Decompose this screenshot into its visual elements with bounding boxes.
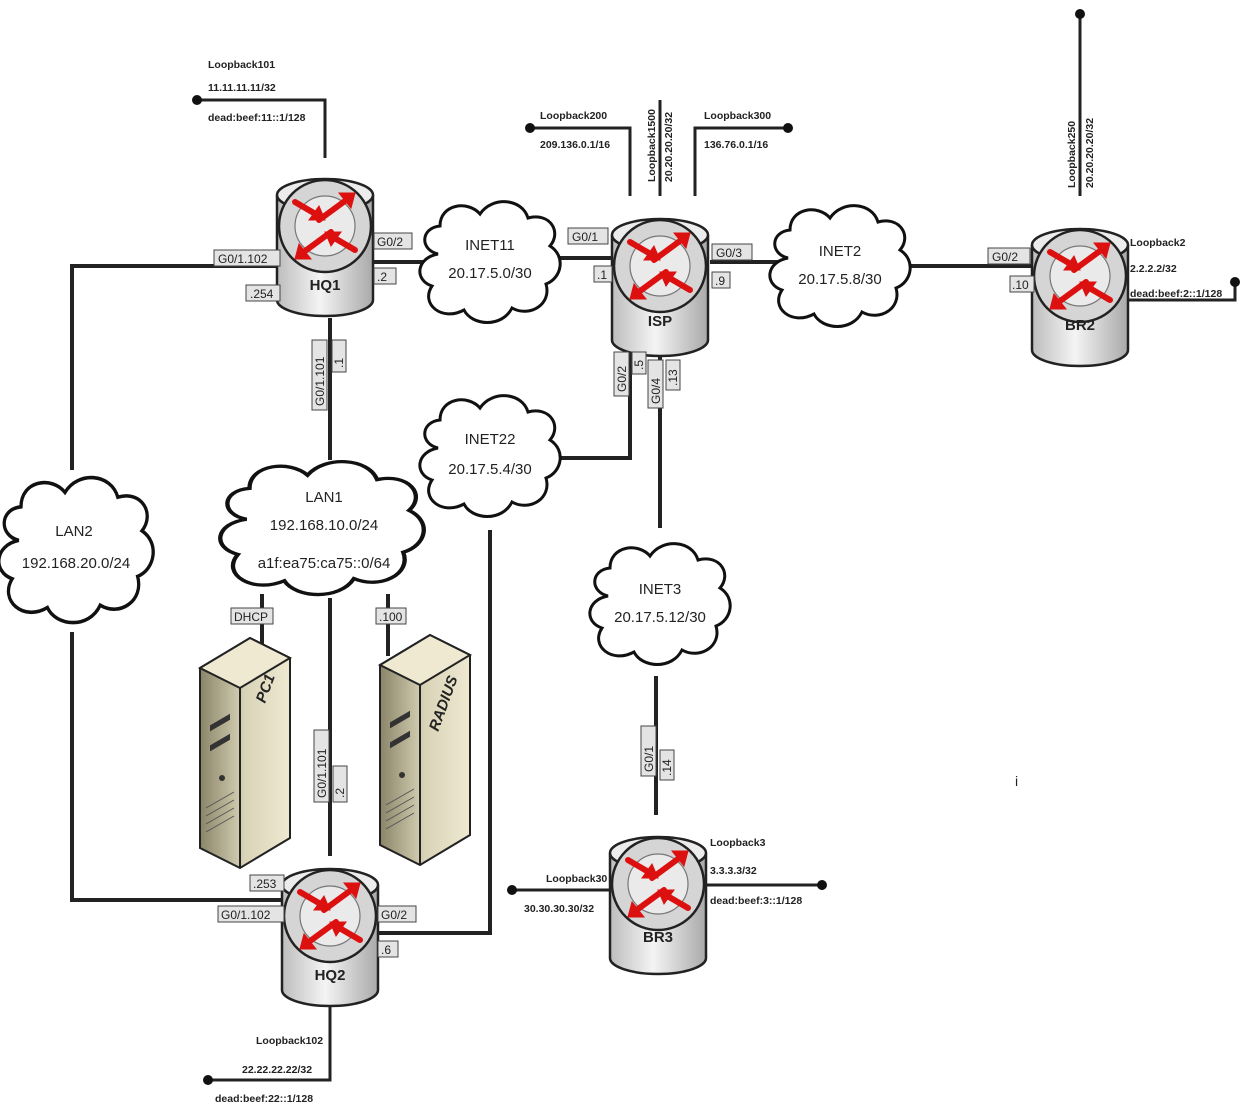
router-hq2-name: HQ2 [315,967,346,984]
hq2-port-dot2: .2 [333,788,347,798]
hq1-loopback101-name: Loopback101 [208,59,275,71]
isp-port-g0-2: G0/2 [615,366,629,392]
hq2-port-g0-1-101: G0/1.101 [315,748,329,798]
hq1-port-g0-1-101: G0/1.101 [313,356,327,406]
br2-port-g0-2: G0/2 [992,250,1018,264]
link-inet22-hq2 [376,530,492,935]
cloud-inet3-subnet: 20.17.5.12/30 [614,609,706,626]
hq2-port-253: .253 [253,877,277,891]
hq1-port-g0-2: G0/2 [377,235,403,249]
br3-port-dot14: .14 [660,759,674,776]
cloud-inet2: INET2 20.17.5.8/30 [768,204,912,328]
isp-loopback200-ipv4: 209.136.0.1/16 [540,139,610,151]
links [70,256,1035,935]
cloud-lan1-subnet: 192.168.10.0/24 [270,517,378,534]
cloud-lan1-name: LAN1 [305,489,343,506]
isp-port-g0-1: G0/1 [572,230,598,244]
br2-loopback-top-ipv4: 20.20.20.20/32 [1084,118,1096,188]
cloud-inet22-name: INET22 [465,431,516,448]
cloud-inet2-subnet: 20.17.5.8/30 [798,271,881,288]
router-br2[interactable]: BR2 [1032,229,1128,366]
cloud-lan2 [0,475,156,625]
cloud-lan2-subnet: 192.168.20.0/24 [22,555,130,572]
br3-loopback3-name: Loopback3 [710,837,766,849]
hq1-port-dot2: .2 [377,270,387,284]
router-br3[interactable]: BR3 [610,837,706,974]
cloud-lan1-ipv6: a1f:ea75:ca75::0/64 [258,555,391,572]
port-labels: G0/1.102 .254 G0/2 .2 G0/1.101 .1 G0/1 .… [213,227,1035,958]
router-isp-name: ISP [648,313,672,330]
loopback-labels: Loopback101 11.11.11.11/32 dead:beef:11:… [208,59,1222,1105]
br3-loopback3-ipv6: dead:beef:3::1/128 [710,895,802,907]
router-hq2[interactable]: HQ2 [282,869,378,1006]
radius-port-100: .100 [379,610,403,624]
router-isp[interactable]: ISP [612,219,708,356]
br2-loopback2-stub [1125,282,1237,302]
server-pc1[interactable]: PC1 [199,637,291,869]
br2-loopback-top-name: Loopback250 [1066,121,1078,188]
cloud-lan2-name: LAN2 [55,523,93,540]
cloud-inet11-subnet: 20.17.5.0/30 [448,265,531,282]
cloud-inet11-name: INET11 [465,237,515,254]
br3-loopback30-name: Loopback30 [546,873,607,885]
isp-port-g0-3: G0/3 [716,246,742,260]
hq1-port-dot1: .1 [332,358,346,368]
link-lan2-hq2 [70,632,285,902]
hq2-loopback102-name: Loopback102 [256,1035,323,1047]
server-radius[interactable]: RADIUS [379,634,471,866]
br3-loopback3-ipv4: 3.3.3.3/32 [710,865,757,877]
br3-port-g0-1: G0/1 [642,746,656,772]
hq1-loopback101-ipv4: 11.11.11.11/32 [208,82,276,94]
hq1-loopback101-ipv6: dead:beef:11::1/128 [208,112,306,124]
isp-port-dot5: .5 [632,360,646,370]
br2-port-dot10: .10 [1012,278,1029,292]
isp-loopback300-ipv4: 136.76.0.1/16 [704,139,768,151]
isp-port-g0-4: G0/4 [649,378,663,404]
br3-loopback30-ipv4: 30.30.30.30/32 [524,903,594,915]
hq1-port-g0-1-102: G0/1.102 [218,252,268,266]
br2-loopback2-ipv6: dead:beef:2::1/128 [1130,288,1222,300]
hq2-loopback102-ipv4: 22.22.22.22/32 [242,1064,312,1076]
router-hq1-name: HQ1 [310,277,341,294]
cloud-inet2-name: INET2 [819,243,862,260]
hq2-port-g0-1-102: G0/1.102 [221,908,271,922]
isp-loopback200-name: Loopback200 [540,110,607,122]
hq2-port-g0-2: G0/2 [381,908,407,922]
cloud-inet3: INET3 20.17.5.12/30 [588,542,732,666]
isp-port-dot13: .13 [666,369,680,386]
isp-loopback-top-ipv4: 20.20.20.20/32 [663,112,675,182]
router-hq1[interactable]: HQ1 [277,179,373,316]
isp-loopback300-name: Loopback300 [704,110,771,122]
isp-loopback200-stub [530,126,632,196]
link-isp-inet22 [556,352,632,460]
cloud-inet3-name: INET3 [639,581,682,598]
hq2-loopback102-ipv6: dead:beef:22::1/128 [215,1093,313,1105]
br2-loopback2-ipv4: 2.2.2.2/32 [1130,263,1177,275]
stray-mark: i [1015,773,1018,789]
cloud-inet22: INET22 20.17.5.4/30 [418,394,562,518]
pc1-port-dhcp: DHCP [234,610,268,624]
loopback-stubs [192,9,1240,1085]
isp-port-dot9: .9 [715,274,725,288]
cloud-inet11: INET11 20.17.5.0/30 [418,200,562,324]
hq1-port-254: .254 [250,287,274,301]
cloud-inet22-subnet: 20.17.5.4/30 [448,461,531,478]
isp-loopback300-stub [693,126,788,196]
router-br3-name: BR3 [643,929,673,946]
hq2-loopback-stub [208,1005,332,1082]
br2-loopback2-name: Loopback2 [1130,237,1186,249]
isp-loopback-top-name: Loopback1500 [646,109,658,182]
hq1-loopback-stub [197,98,327,158]
router-br2-name: BR2 [1065,317,1095,334]
isp-port-dot1: .1 [597,268,607,282]
hq2-port-dot6: .6 [381,943,391,957]
